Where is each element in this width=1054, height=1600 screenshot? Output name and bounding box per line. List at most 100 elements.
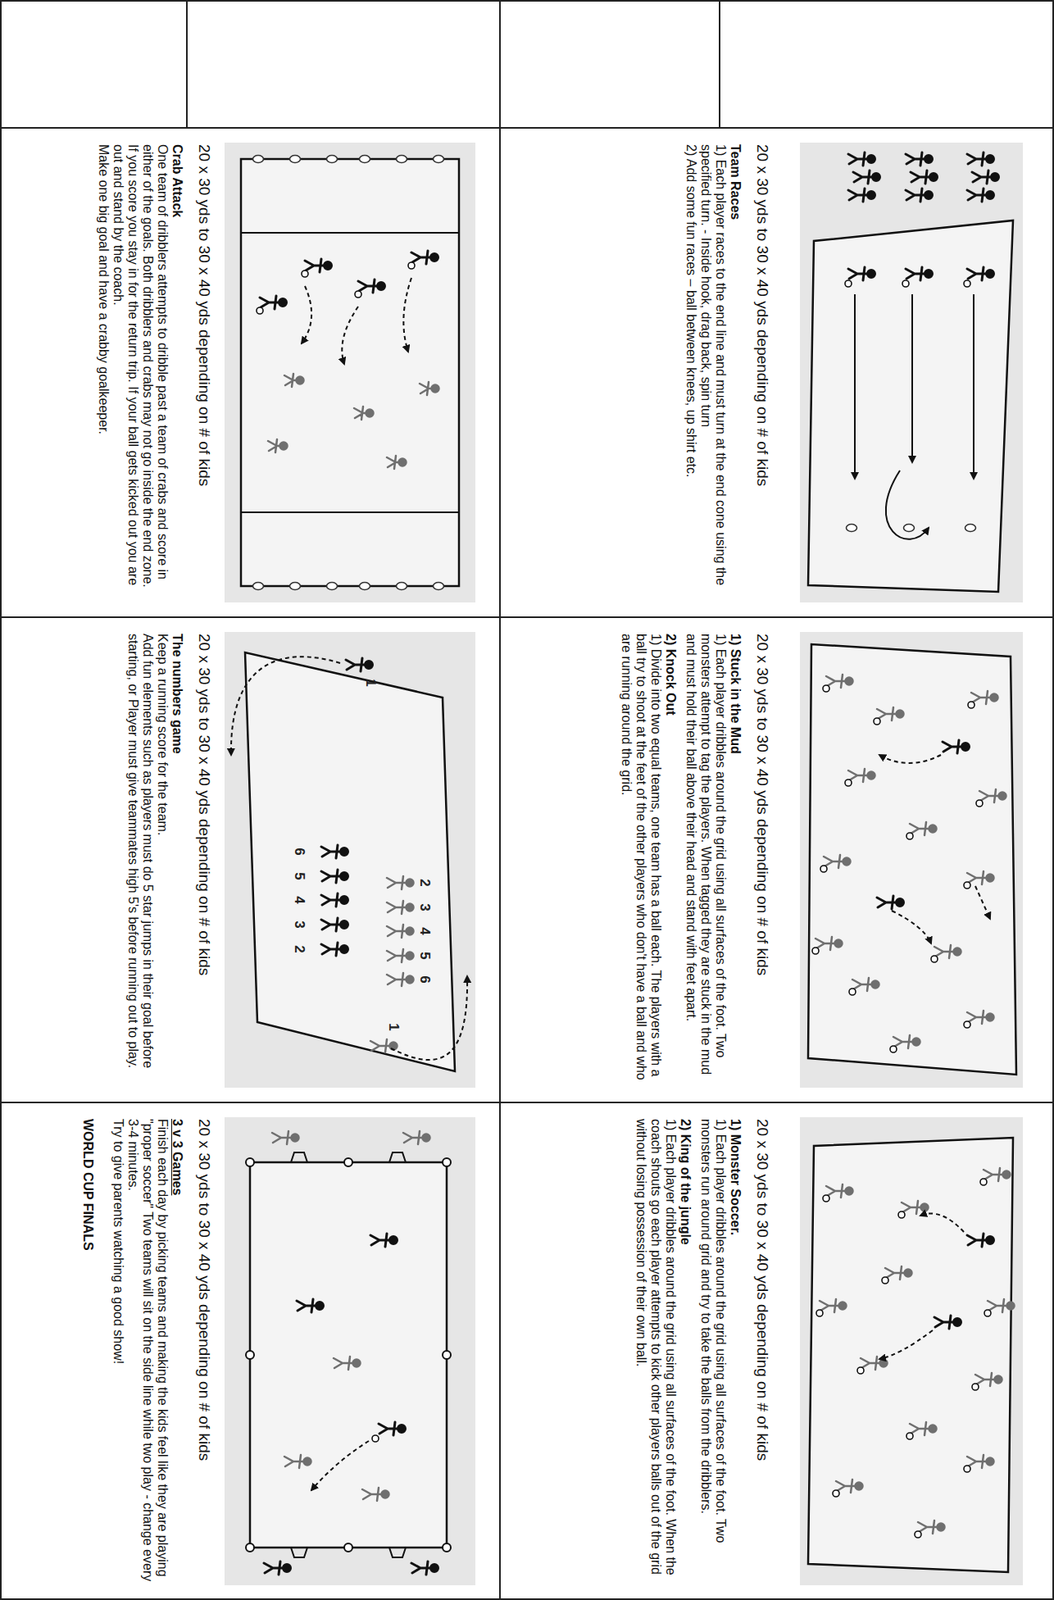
- drill-heading: 1) Monster Soccer.: [727, 1118, 744, 1584]
- pitch-outline: [808, 1137, 1014, 1572]
- player-head: [925, 270, 933, 278]
- player-figure: [848, 152, 876, 166]
- player-body: [386, 455, 399, 469]
- player-body: [967, 1233, 986, 1247]
- player-body: [905, 188, 925, 202]
- soccer-ball: [354, 290, 362, 298]
- player-head: [1007, 1302, 1015, 1310]
- soccer-ball: [898, 1211, 905, 1218]
- player-head: [839, 1302, 847, 1310]
- player-body: [885, 1266, 905, 1280]
- pitch-size-note: 20 x 30 yds to 30 x 40 yds depending on …: [195, 1118, 214, 1584]
- player-figure: [386, 924, 414, 938]
- scan-shading: [224, 631, 476, 1088]
- player-head: [366, 409, 374, 418]
- player-head: [291, 1134, 300, 1142]
- soccer-ball: [845, 779, 852, 786]
- player-head: [422, 1134, 431, 1142]
- drill-cell: 20 x 30 yds to 30 x 40 yds depending on …: [499, 617, 1054, 1103]
- dribble-path: [891, 910, 932, 944]
- drill-illustration: [799, 1117, 1023, 1586]
- player-figure: [419, 381, 440, 396]
- drill-cell: 20 x 30 yds to 30 x 40 yds depending on …: [499, 1102, 1054, 1600]
- player-head: [986, 1236, 995, 1245]
- marker-cone: [904, 524, 915, 532]
- player-head: [390, 1042, 398, 1050]
- player-body: [321, 917, 341, 932]
- marker-cone: [327, 582, 338, 591]
- player-head: [929, 1425, 937, 1433]
- text-column: 20 x 30 yds to 30 x 40 yds depending on …: [618, 633, 772, 1086]
- player-head: [990, 694, 999, 702]
- drill-instructions: One team of dribblers attempts to dribbl…: [140, 144, 170, 601]
- player-figure: [819, 1299, 847, 1313]
- player-figure: [345, 658, 373, 672]
- marker-cone: [253, 155, 264, 164]
- player-head: [867, 270, 876, 278]
- mini-goal: [389, 1547, 406, 1558]
- player-head: [835, 940, 843, 948]
- run-arrow: [972, 294, 975, 479]
- player-figure: [826, 674, 854, 688]
- drill-cell: 20 x 30 yds to 30 x 40 yds depending on …: [0, 1102, 500, 1600]
- player-head: [340, 945, 349, 954]
- player-figure: [823, 854, 851, 868]
- player-head: [316, 1302, 324, 1310]
- marker-cone: [846, 524, 858, 532]
- text-column: 20 x 30 yds to 30 x 40 yds depending on …: [80, 1118, 214, 1584]
- callout-number: 6: [416, 975, 433, 983]
- player-figure: [967, 152, 995, 166]
- dribble-path: [879, 1330, 933, 1359]
- player-body: [826, 674, 846, 688]
- table-line: [186, 0, 188, 128]
- dribble-path: [390, 976, 468, 1060]
- player-figure: [321, 917, 349, 932]
- player-body: [971, 690, 991, 705]
- player-head: [365, 661, 373, 669]
- run-arrow: [854, 294, 856, 479]
- player-head: [406, 976, 414, 984]
- player-figure: [321, 845, 349, 859]
- soccer-ball: [820, 865, 827, 873]
- drill-heading: 3 v 3 Games: [169, 1118, 186, 1584]
- soccer-ball: [873, 717, 881, 725]
- player-figure: [967, 1454, 995, 1468]
- dribble-path: [301, 286, 312, 344]
- drill-cell: 20 x 30 yds to 30 x 40 yds depending on …: [499, 127, 1054, 618]
- soccer-ball: [372, 1435, 379, 1442]
- player-head: [406, 952, 414, 960]
- pitch-size-note: 20 x 30 yds to 30 x 40 yds depending on …: [753, 144, 772, 601]
- player-body: [362, 1487, 382, 1501]
- drill-heading: Team Races: [727, 144, 744, 601]
- player-figure: [848, 768, 876, 782]
- text-column: 20 x 30 yds to 30 x 40 yds depending on …: [683, 144, 772, 601]
- player-head: [431, 254, 439, 262]
- scan-shading: [224, 142, 476, 603]
- player-body: [386, 876, 406, 890]
- drill-cell: 20 x 30 yds to 30 x 40 yds depending on …: [0, 127, 500, 618]
- dribble-path: [311, 1440, 369, 1491]
- player-figure: [893, 1035, 921, 1049]
- player-body: [370, 1233, 390, 1247]
- player-body: [848, 188, 868, 202]
- soccer-ball: [857, 1367, 864, 1374]
- dribble-path: [403, 277, 412, 352]
- player-figure: [835, 1479, 864, 1493]
- player-figure: [848, 188, 876, 202]
- player-head: [279, 299, 287, 307]
- player-head: [896, 899, 905, 907]
- player-body: [321, 869, 341, 883]
- player-body: [815, 936, 835, 950]
- player-body: [848, 267, 868, 281]
- player-figure: [268, 439, 288, 453]
- player-figure: [333, 1356, 361, 1370]
- player-head: [930, 173, 938, 182]
- player-figure: [386, 900, 414, 914]
- table-line: [499, 0, 501, 1600]
- drill-heading: Crab Attack: [169, 144, 186, 601]
- player-head: [991, 173, 1000, 182]
- player-head: [398, 1425, 406, 1433]
- player-figure: [284, 373, 305, 387]
- end-zone-line: [240, 511, 459, 514]
